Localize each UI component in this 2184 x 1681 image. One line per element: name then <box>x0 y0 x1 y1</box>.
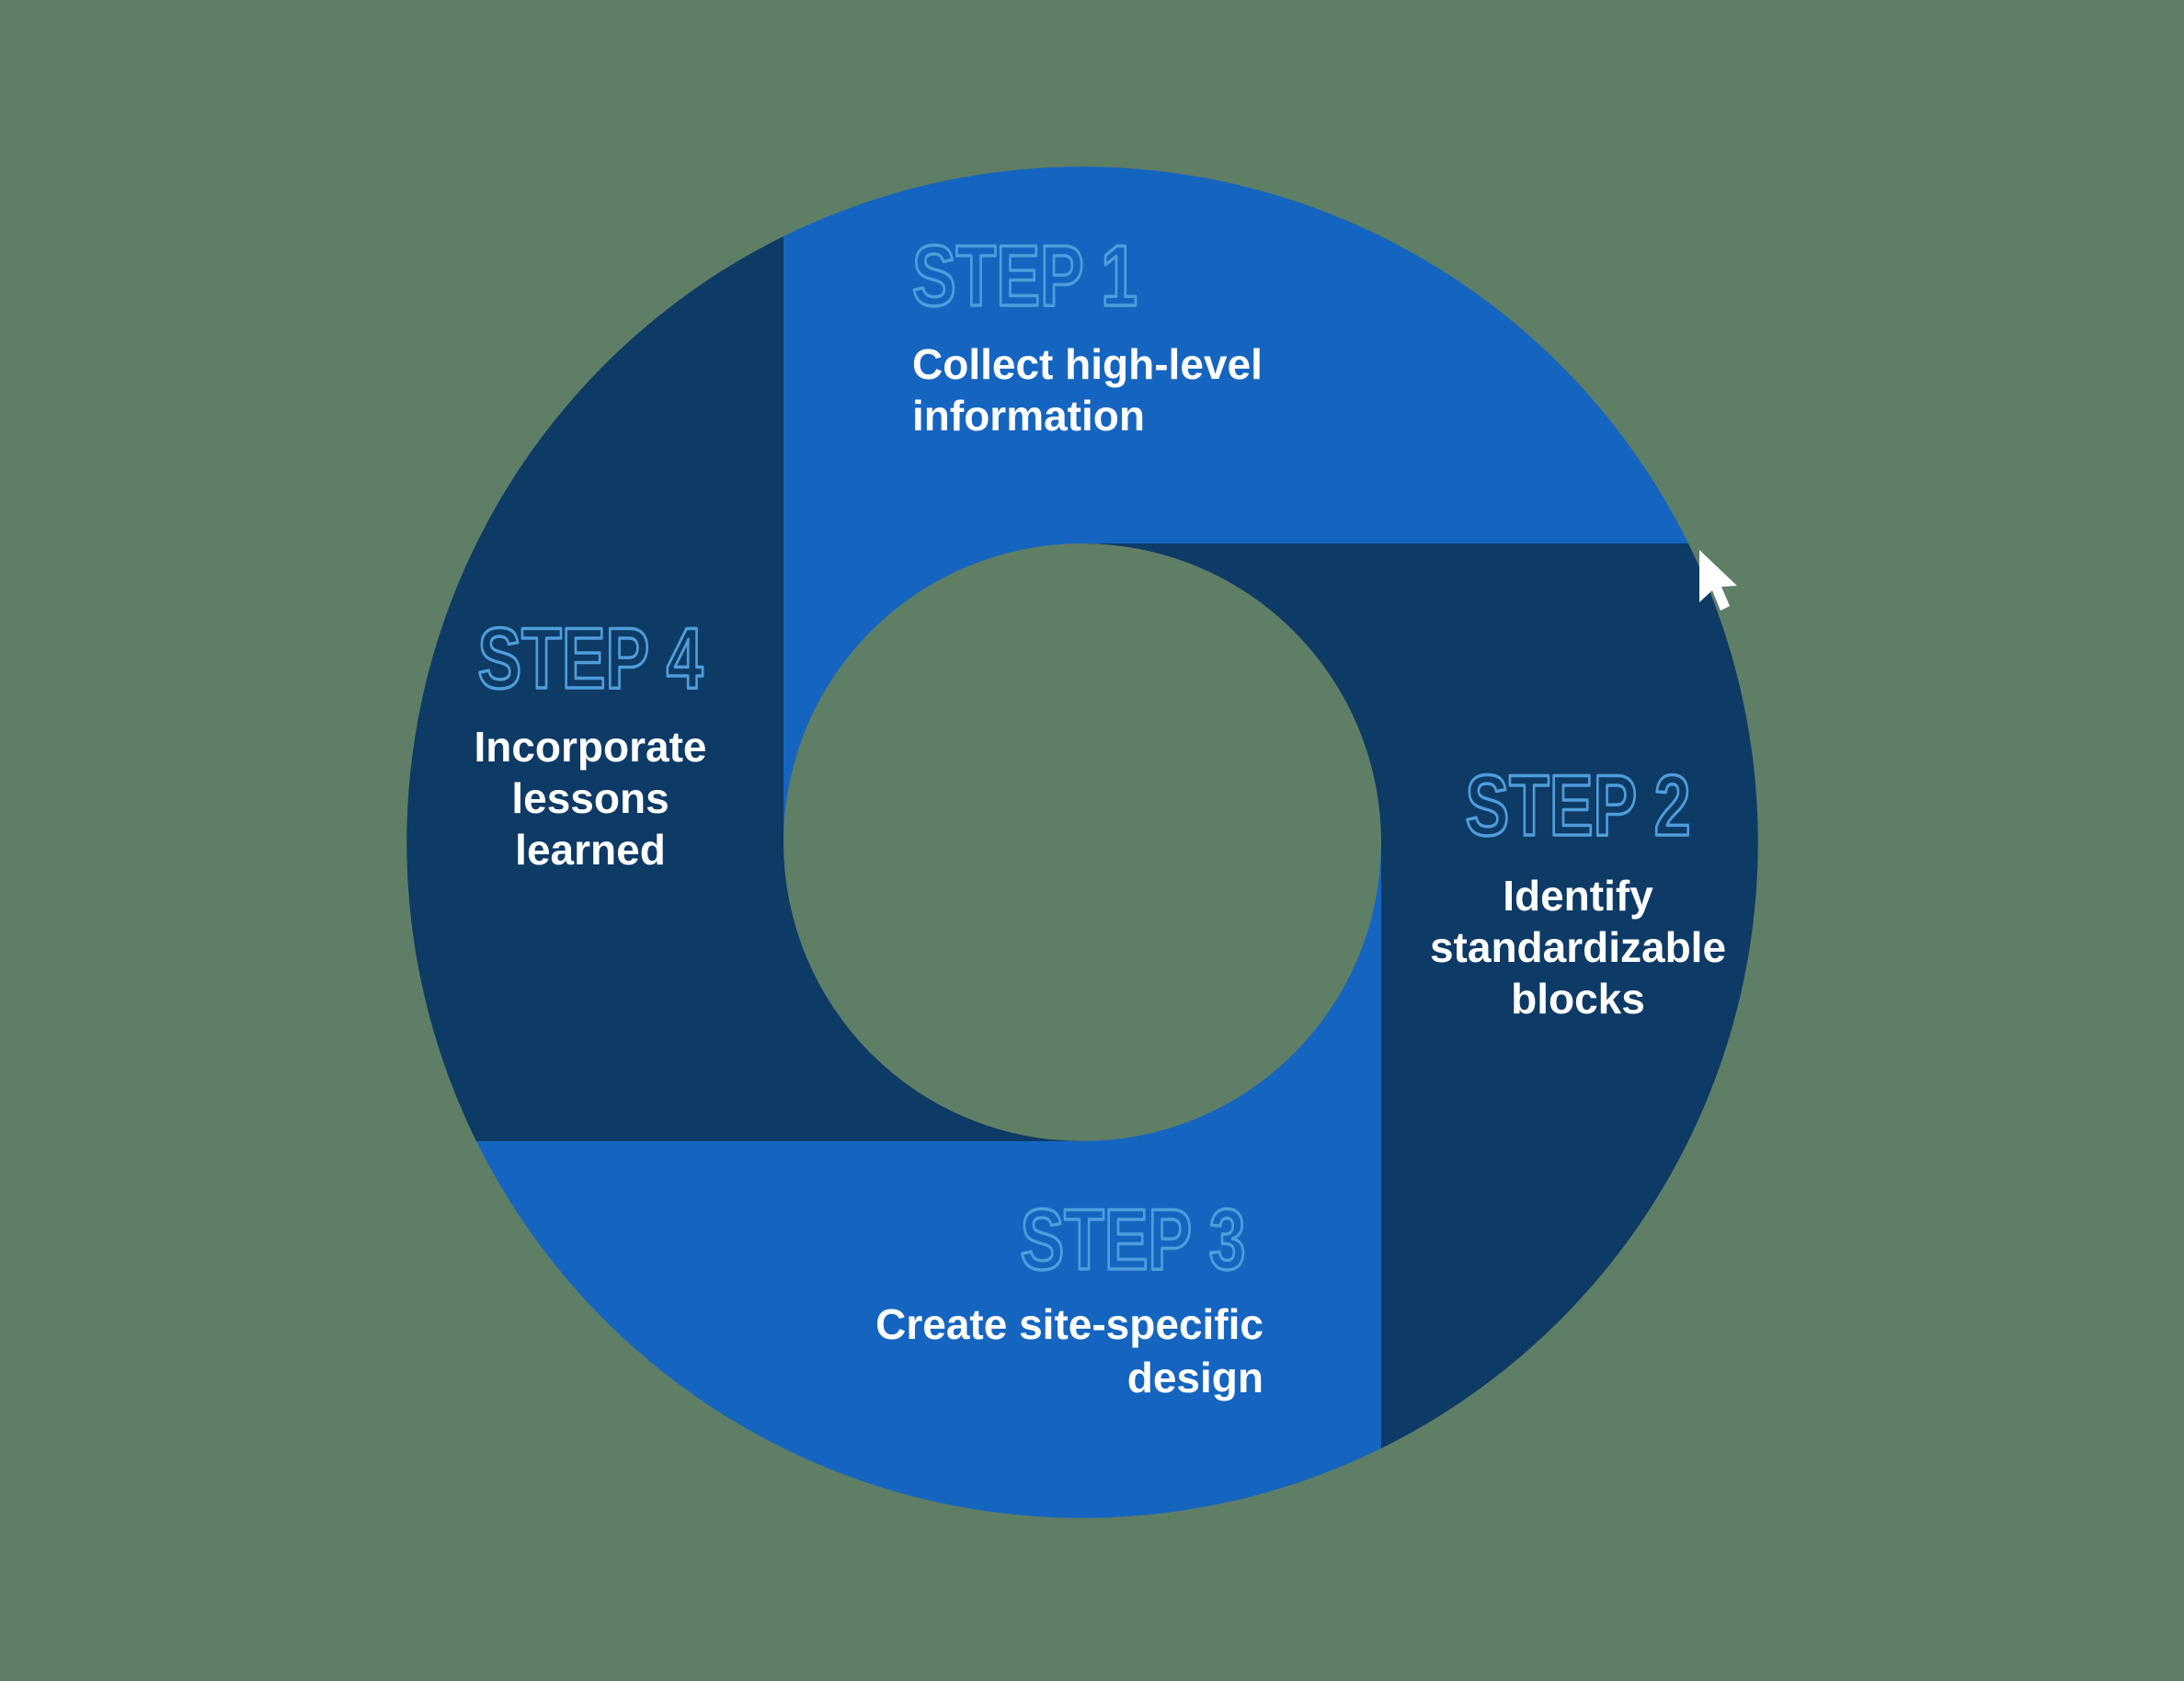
step-1-line-2: information <box>912 392 1145 440</box>
step-4-line-1: Incorporate <box>474 723 706 771</box>
step-4-title: STEP 4 <box>478 610 703 706</box>
step-2-line-1: Identify <box>1503 872 1653 920</box>
blade-step-2 <box>1082 543 1758 1448</box>
step-3-line-2: design <box>1127 1354 1264 1401</box>
step-1-line-1: Collect high-level <box>912 340 1263 388</box>
step-2-line-2: standardizable <box>1430 923 1726 971</box>
step-2-line-3: blocks <box>1511 975 1645 1023</box>
step-3-line-1: Create site-specific <box>875 1300 1264 1348</box>
step-4-line-2: lessons <box>511 774 669 822</box>
blade-step-1 <box>783 166 1688 843</box>
cursor-icon <box>1699 550 1737 611</box>
step-2-title: STEP 2 <box>1466 757 1691 853</box>
step-1-title: STEP 1 <box>912 227 1138 324</box>
blade-step-3 <box>476 842 1381 1518</box>
step-3-title: STEP 3 <box>1021 1191 1246 1287</box>
step-4-line-3: learned <box>515 826 666 874</box>
blade-step-4 <box>406 236 1082 1141</box>
